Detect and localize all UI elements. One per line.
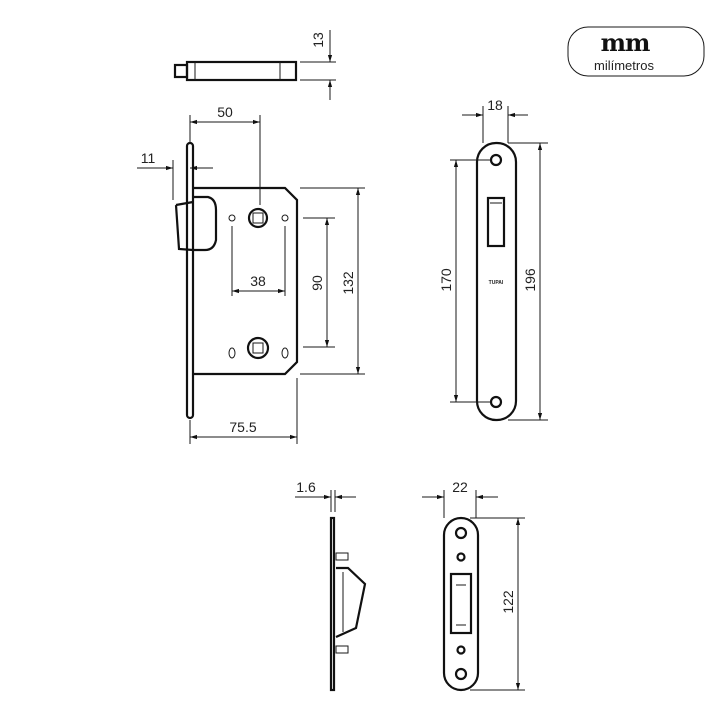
screw-hole (454, 667, 468, 681)
strike-opening (449, 572, 473, 635)
dim-11: 11 (141, 150, 156, 166)
logo-mark: mm (601, 28, 650, 57)
latch-bolt (174, 200, 194, 252)
screw-hole (489, 395, 503, 409)
dim-38: 38 (250, 273, 266, 289)
screw (456, 552, 466, 562)
spindle-hub-top (247, 207, 269, 229)
faceplate-view: TUPAI 18 170 196 (438, 97, 548, 422)
screw-hole (489, 153, 503, 167)
dim-22: 22 (452, 479, 468, 495)
dim-122: 122 (500, 590, 516, 614)
strike-box (335, 566, 367, 639)
screw-hole (281, 214, 289, 222)
dim-75-5: 75.5 (229, 419, 256, 435)
mount-slot (228, 347, 236, 359)
logo-subtitle: milímetros (594, 58, 654, 73)
strike-plate (442, 516, 480, 692)
brand-stamp: TUPAI (489, 280, 504, 286)
screw-hole (228, 214, 236, 222)
logo-border (567, 26, 705, 77)
strike-plate-view: 22 122 (422, 479, 525, 692)
mount-slot (281, 347, 289, 359)
dim-50: 50 (217, 104, 233, 120)
dim-90: 90 (309, 275, 325, 291)
strike-side-view: 1.6 (295, 479, 367, 692)
dim-13: 13 (310, 32, 326, 48)
spindle-hub-bottom (246, 336, 270, 360)
dim-196: 196 (522, 268, 538, 292)
latch-slot (486, 196, 506, 248)
dim-170: 170 (438, 268, 454, 292)
logo: mm milímetros (567, 26, 705, 77)
dim-18: 18 (487, 97, 503, 113)
lock-body-view: 50 11 38 90 132 75.5 (137, 104, 365, 444)
screw-hole (454, 526, 468, 540)
screw (456, 645, 466, 655)
latch-stub (173, 63, 189, 79)
faceplate (475, 141, 518, 422)
lock-case (193, 186, 299, 376)
dim-132: 132 (340, 271, 356, 295)
forend-plate (185, 141, 195, 420)
latch-bar (185, 60, 298, 82)
dim-1-6: 1.6 (296, 479, 316, 495)
screw (335, 552, 349, 561)
strike-plate-edge (329, 516, 336, 692)
latch-top-view: 13 (173, 30, 336, 100)
screw (335, 645, 349, 654)
